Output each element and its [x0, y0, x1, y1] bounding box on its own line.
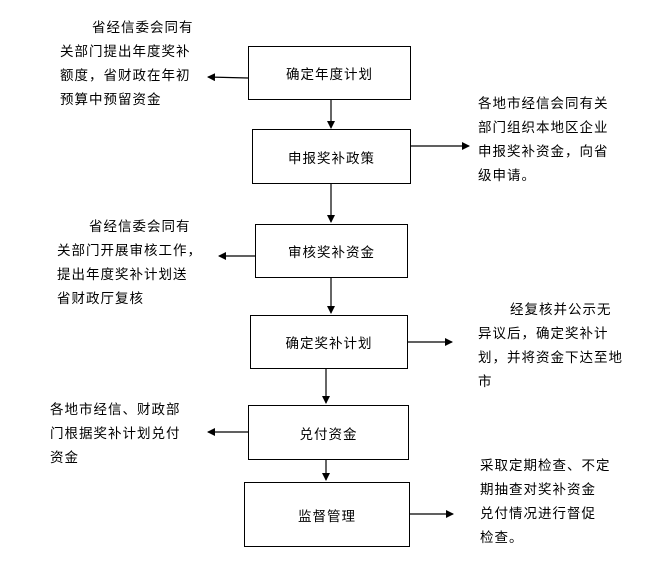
note-2-line-2: 部门组织本地区企业 — [478, 120, 609, 136]
note-6-line-3: 兑付情况进行督促 — [480, 506, 596, 522]
note-1-line-3: 额度，省财政在年初 — [60, 68, 191, 84]
note-5-line-1: 各地市经信、财政部 — [50, 402, 181, 418]
note-1-line-1: 省经信委会同有 — [92, 20, 194, 36]
note-5-line-2: 门根据奖补计划兑付 — [50, 426, 181, 442]
note-4-line-3: 划，并将资金下达至地 — [478, 350, 623, 366]
note-4: 经复核并公示无 异议后，确定奖补计 划，并将资金下达至地 市 — [478, 298, 623, 394]
note-4-line-2: 异议后，确定奖补计 — [478, 326, 609, 342]
note-6-line-2: 期抽查对奖补资金 — [480, 482, 596, 498]
step-box-5: 兑付资金 — [248, 405, 409, 460]
step-box-6: 监督管理 — [244, 482, 410, 547]
step-box-2: 申报奖补政策 — [252, 129, 411, 184]
note-3: 省经信委会同有 关部门开展审核工作， 提出年度奖补计划送 省财政厅复核 — [57, 215, 202, 311]
note-2-line-3: 申报奖补资金，向省 — [478, 144, 609, 160]
note-3-line-3: 提出年度奖补计划送 — [57, 267, 188, 283]
step-box-4: 确定奖补计划 — [250, 315, 408, 369]
note-5-line-3: 资金 — [50, 450, 79, 466]
note-4-line-1: 经复核并公示无 — [510, 302, 612, 318]
note-3-line-4: 省财政厅复核 — [57, 291, 144, 307]
note-3-line-2: 关部门开展审核工作， — [57, 243, 202, 259]
note-1: 省经信委会同有 关部门提出年度奖补 额度，省财政在年初 预算中预留资金 — [60, 16, 194, 112]
note-6-line-4: 检查。 — [480, 530, 524, 546]
arrow-to-note1 — [207, 73, 249, 82]
note-2-line-4: 级申请。 — [478, 168, 536, 184]
step-box-1: 确定年度计划 — [248, 46, 411, 100]
note-5: 各地市经信、财政部 门根据奖补计划兑付 资金 — [50, 398, 181, 470]
note-4-line-4: 市 — [478, 374, 493, 390]
note-1-line-2: 关部门提出年度奖补 — [60, 44, 191, 60]
note-2-line-1: 各地市经信会同有关 — [478, 96, 609, 112]
note-6: 采取定期检查、不定 期抽查对奖补资金 兑付情况进行督促 检查。 — [480, 454, 611, 550]
note-3-line-1: 省经信委会同有 — [89, 219, 191, 235]
step-box-3: 审核奖补资金 — [255, 224, 408, 278]
note-1-line-4: 预算中预留资金 — [60, 92, 162, 108]
note-6-line-1: 采取定期检查、不定 — [480, 458, 611, 474]
note-2: 各地市经信会同有关 部门组织本地区企业 申报奖补资金，向省 级申请。 — [478, 92, 609, 188]
